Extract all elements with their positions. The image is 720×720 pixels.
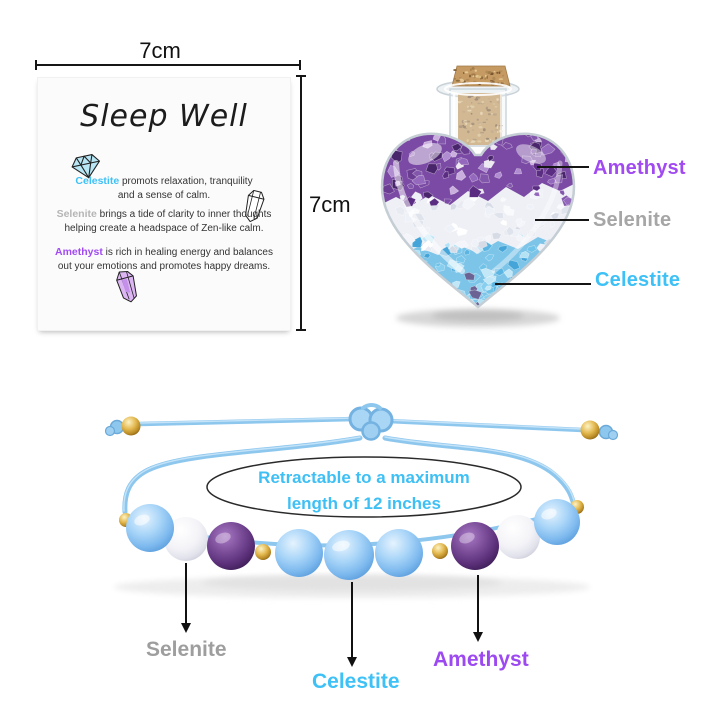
- card-keyword: Celestite: [75, 175, 120, 187]
- card-keyword: Amethyst: [55, 246, 103, 258]
- annotation-text-line2: length of 12 inches: [287, 494, 441, 513]
- bead-celestite: [375, 529, 423, 577]
- bottle-label-celestite: Celestite: [595, 269, 681, 291]
- bottle-shadow-core: [432, 311, 524, 321]
- bottle-label-selenite: Selenite: [593, 209, 672, 231]
- arrow-amethyst: [473, 575, 483, 642]
- bead-celestite: [534, 499, 580, 545]
- card-line: and a sense of calm.: [117, 190, 211, 201]
- bottle-label-amethyst: Amethyst: [593, 157, 686, 179]
- selenite-crystal-icon: [245, 189, 265, 223]
- card-title: Sleep Well: [80, 99, 248, 134]
- bottle-neck: [436, 65, 520, 147]
- card-line: out your emotions and promotes happy dre…: [57, 261, 271, 272]
- bead-amethyst: [207, 522, 255, 570]
- bracelet-illustration: [104, 403, 619, 598]
- amethyst-crystal-icon: [116, 270, 137, 303]
- bead-gold-spacer: [255, 544, 271, 560]
- neck-glass: [449, 88, 507, 147]
- leader-line-amethyst: [537, 166, 589, 168]
- annotation-text-line1: Retractable to a maximum: [258, 468, 470, 487]
- bead-amethyst: [451, 522, 499, 570]
- height-dimension-line: [300, 75, 302, 331]
- height-dimension-label: 7cm: [309, 192, 351, 217]
- height-dimension-tick-bottom: [296, 329, 306, 331]
- bracelet-label-celestite: Celestite: [312, 670, 400, 693]
- bead-celestite: [324, 530, 374, 580]
- gold-end-bead-left: [121, 416, 141, 436]
- sliding-knot: [348, 403, 394, 441]
- width-dimension-label: 7cm: [139, 38, 181, 63]
- heart-bottle-illustration: [380, 65, 576, 327]
- width-dimension-line: [35, 64, 301, 66]
- bracelet-label-amethyst: Amethyst: [433, 648, 529, 671]
- bead-row: [119, 499, 584, 580]
- bead-gold-spacer: [432, 543, 448, 559]
- bead-selenite: [496, 515, 540, 559]
- bead-selenite: [164, 517, 208, 561]
- bead-celestite: [126, 504, 174, 552]
- info-card: Sleep Well: [37, 77, 291, 331]
- card-line: helping create a headspace of Zen-like c…: [64, 223, 264, 234]
- cord-end-left: [104, 416, 141, 437]
- arrow-selenite: [181, 563, 191, 633]
- arrow-celestite: [347, 582, 357, 667]
- width-dimension-tick-left: [35, 60, 37, 70]
- width-dimension-tick-right: [299, 60, 301, 70]
- card-line: Celestite promots relaxation, tranquilit…: [75, 175, 253, 187]
- leader-line-selenite: [535, 219, 589, 221]
- annotation-ellipse: [206, 456, 522, 518]
- leader-line-celestite: [495, 283, 591, 285]
- bead-celestite: [275, 529, 323, 577]
- card-line: Amethyst is rich in healing energy and b…: [55, 246, 273, 258]
- card-keyword: Selenite: [56, 208, 97, 220]
- heart-outline: [380, 132, 576, 309]
- gold-end-bead-right: [580, 420, 600, 440]
- height-dimension-tick-top: [296, 75, 306, 77]
- celestite-diamond-icon: [71, 153, 101, 179]
- cord-end-right: [580, 420, 619, 441]
- card-line: Selenite brings a tide of clarity to inn…: [56, 208, 272, 220]
- bracelet-label-selenite: Selenite: [146, 638, 227, 661]
